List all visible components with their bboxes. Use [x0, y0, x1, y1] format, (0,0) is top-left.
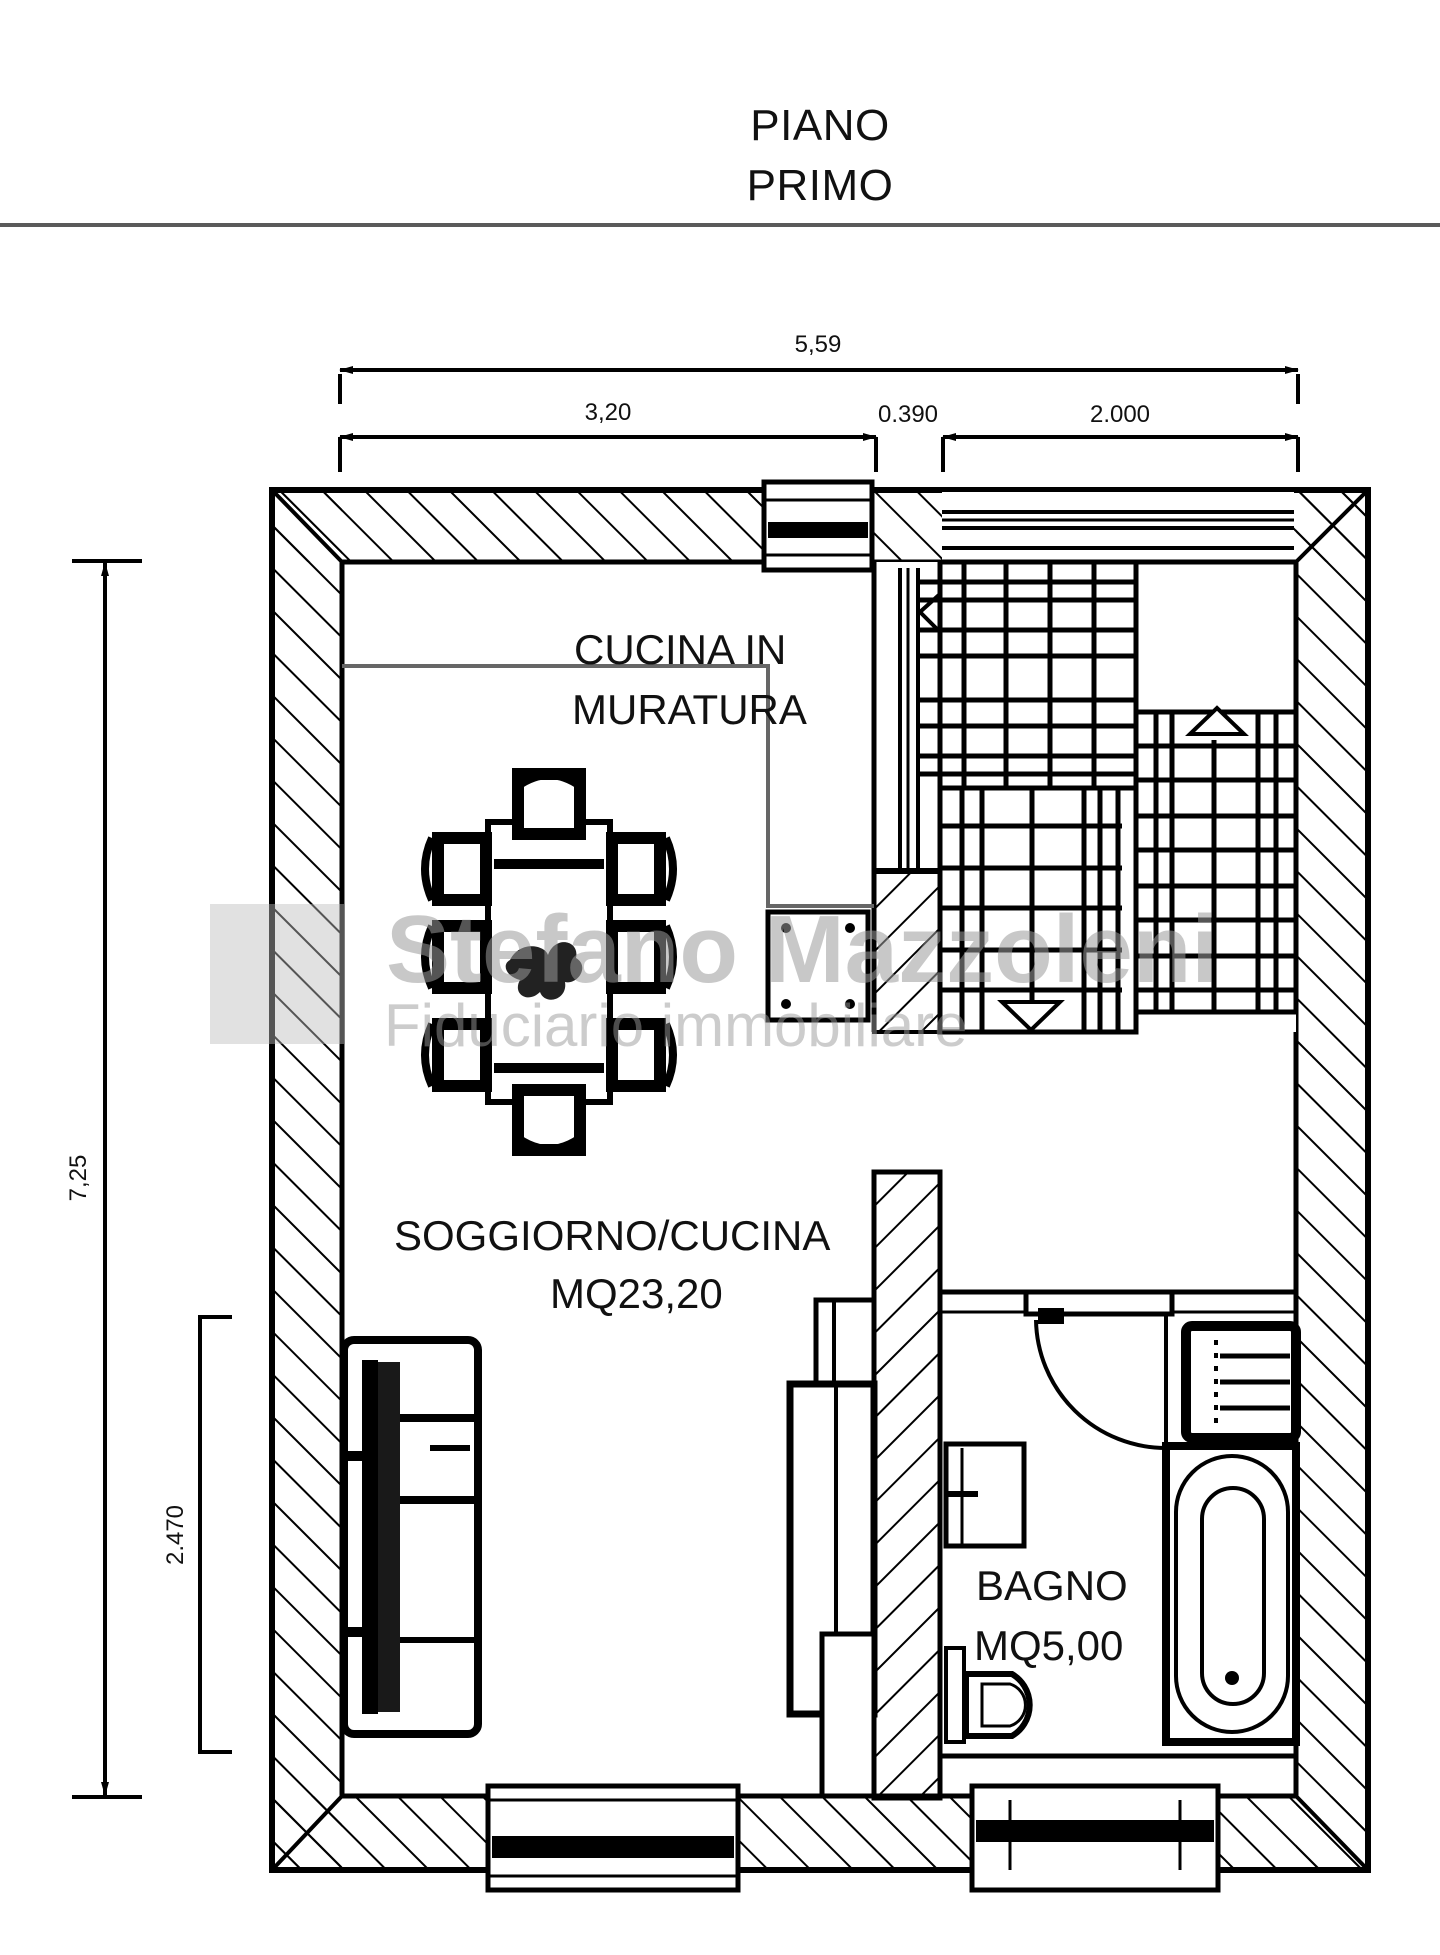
chair-icon: [421, 1018, 492, 1092]
centerpiece-icon: [505, 942, 583, 1000]
dimension-overall-width: 5,59: [338, 331, 1300, 404]
room-label-kitchen-line2: MURATURA: [572, 686, 807, 733]
chair-icon: [606, 1018, 677, 1092]
dining-table-icon: [421, 768, 677, 1156]
chair-icon: [421, 920, 492, 994]
chair-icon: [512, 1084, 586, 1156]
floor-title: PIANO PRIMO: [0, 96, 1440, 216]
dimension-overall-height: 7,25: [65, 559, 142, 1799]
bathtub-icon: [1162, 1442, 1300, 1746]
dimension-label-overall-height: 7,25: [65, 1155, 92, 1202]
dimension-partial-height: 2.470: [162, 1315, 232, 1754]
bathroom-door: [1023, 1289, 1175, 1450]
title-divider: [0, 223, 1440, 227]
floor-title-line2: PRIMO: [746, 161, 894, 210]
room-label-kitchen-line1: CUCINA IN: [574, 626, 786, 673]
chair-icon: [606, 832, 677, 906]
towel-radiator-icon: [1181, 1321, 1301, 1443]
staircase: [871, 559, 1299, 1035]
stair-down-arrow-icon: [997, 1000, 1065, 1033]
stair-up-arrow-icon: [1185, 705, 1249, 736]
window-bottom-living: [485, 1783, 741, 1893]
toilet-icon: [944, 1646, 1033, 1744]
room-label-living-line1: SOGGIORNO/CUCINA: [394, 1212, 830, 1259]
dimension-label-overall-width: 5,59: [795, 331, 842, 358]
watermark-name: Stefano Mazzoleni: [386, 896, 1218, 1003]
interior-wall-bathroom: [871, 1169, 1296, 1801]
dimension-label-partial-height: 2.470: [162, 1505, 189, 1565]
room-label-bathroom-line1: BAGNO: [976, 1562, 1128, 1609]
room-label-bathroom-line2: MQ5,00: [974, 1622, 1123, 1669]
watermark: Stefano Mazzoleni Fiduciario immobiliare: [210, 896, 1218, 1059]
dimension-label-segment-middle: 0.390: [878, 401, 938, 428]
dimension-label-segment-right: 2.000: [1090, 401, 1150, 428]
watermark-subtitle: Fiduciario immobiliare: [384, 992, 968, 1059]
dimension-label-segment-left: 3,20: [585, 399, 632, 426]
chair-icon: [512, 768, 586, 840]
room-label-living-line2: MQ23,20: [550, 1270, 723, 1317]
window-bottom-bathroom: [969, 1783, 1221, 1893]
window-top-kitchen: [761, 479, 875, 573]
dimension-segment-right: 2.000: [941, 401, 1300, 472]
door-swing-arc: [1034, 1319, 1167, 1450]
window-top-stair: [942, 492, 1294, 560]
tv-cabinet-icon: [786, 1297, 878, 1799]
washbasin-icon: [943, 1441, 1027, 1549]
sofa-icon: [340, 1336, 482, 1738]
floor-title-line1: PIANO: [750, 101, 890, 150]
chair-icon: [606, 920, 677, 994]
masonry-kitchen-counter: [342, 664, 874, 1023]
chair-icon: [421, 832, 492, 906]
dimension-segment-left: 3,20: [338, 399, 878, 472]
